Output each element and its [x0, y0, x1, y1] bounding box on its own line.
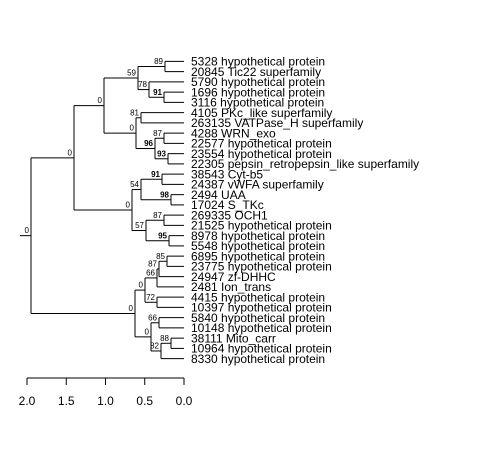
leaf-label: 22577 hypothetical protein: [191, 137, 332, 151]
bootstrap-value: 81: [130, 108, 139, 117]
bootstrap-value: 87: [148, 259, 157, 268]
bootstrap-value: 85: [156, 252, 165, 261]
leaf-label: 269335 OCH1: [191, 208, 268, 222]
leaf-label: 22305 pepsin_retropepsin_like superfamil…: [191, 157, 419, 171]
leaf-label: 24947 zf-DHHC: [191, 270, 276, 284]
bootstrap-value: 0: [139, 281, 144, 290]
bootstrap-value: 98: [160, 190, 169, 199]
leaf-label: 3116 hypothetical protein: [191, 96, 324, 110]
leaf-label: 10397 hypothetical protein: [191, 301, 332, 315]
bootstrap-value: 0: [25, 226, 30, 235]
leaf-label: 8978 hypothetical protein: [191, 229, 325, 243]
bootstrap-value: 72: [146, 293, 155, 302]
leaf-label: 38543 Cyt-b5: [191, 167, 263, 181]
scale-tick-label: 0.0: [176, 394, 193, 408]
bootstrap-labels: 8991785981879396009198548795570085876672…: [25, 57, 170, 350]
scale-tick-label: 2.0: [19, 394, 36, 408]
bootstrap-value: 59: [127, 69, 136, 78]
bootstrap-value: 95: [158, 231, 167, 240]
leaf-label: 10964 hypothetical protein: [191, 342, 332, 356]
bootstrap-value: 54: [130, 180, 139, 189]
bootstrap-value: 82: [150, 341, 159, 350]
leaf-label: 23775 hypothetical protein: [191, 260, 332, 274]
leaf-label: 1696 hypothetical protein: [191, 85, 325, 99]
bootstrap-value: 0: [68, 148, 73, 157]
scale-tick-label: 0.5: [136, 394, 153, 408]
bootstrap-value: 89: [154, 57, 163, 66]
leaf-label: 2481 Ion_trans: [191, 280, 271, 294]
leaf-label: 2494 UAA: [191, 188, 246, 202]
leaf-label: 21525 hypothetical protein: [191, 219, 332, 233]
bootstrap-value: 91: [151, 170, 160, 179]
bootstrap-value: 78: [138, 80, 147, 89]
bootstrap-value: 66: [146, 268, 155, 277]
leaf-label: 6895 hypothetical protein: [191, 249, 325, 263]
leaf-label: 10148 hypothetical protein: [191, 321, 332, 335]
bootstrap-value: 87: [153, 129, 162, 138]
bootstrap-value: 88: [160, 334, 169, 343]
leaf-label: 5548 hypothetical protein: [191, 239, 325, 253]
leaf-label: 5328 hypothetical protein: [191, 55, 325, 69]
leaf-label: 4415 hypothetical protein: [191, 290, 325, 304]
leaf-label: 4105 PKc_like superfamily: [191, 106, 332, 120]
bootstrap-value: 0: [126, 201, 131, 210]
leaf-label: 38111 Mito_carr: [191, 331, 276, 345]
bootstrap-value: 0: [130, 124, 135, 133]
bootstrap-value: 57: [135, 221, 144, 230]
scale-tick-label: 1.0: [97, 394, 114, 408]
bootstrap-value: 0: [129, 304, 134, 313]
bootstrap-value: 91: [153, 88, 162, 97]
leaf-label: 24387 vWFA superfamily: [191, 178, 324, 192]
scale-axis: 2.0 1.5 1.0 0.5 0.0: [19, 377, 193, 408]
scale-tick-label: 1.5: [58, 394, 75, 408]
leaf-label: 20845 Tic22 superfamily: [191, 65, 321, 79]
leaf-label: 4288 WRN_exo: [191, 126, 276, 140]
leaf-label: 23554 hypothetical protein: [191, 147, 332, 161]
bootstrap-value: 66: [148, 313, 157, 322]
bootstrap-value: 0: [98, 96, 103, 105]
bootstrap-value: 0: [145, 327, 150, 336]
leaf-label: 5840 hypothetical protein: [191, 311, 325, 325]
bootstrap-value: 96: [144, 139, 153, 148]
leaf-label: 17024 S_TKc: [191, 198, 264, 212]
leaf-label: 8330 hypothetical protein: [191, 352, 325, 366]
leaf-label: 263135 VATPase_H superfamily: [191, 116, 363, 130]
tree-edges: [20, 60, 184, 360]
bootstrap-value: 93: [157, 149, 166, 158]
leaf-label: 5790 hypothetical protein: [191, 75, 325, 89]
bootstrap-value: 87: [153, 211, 162, 220]
